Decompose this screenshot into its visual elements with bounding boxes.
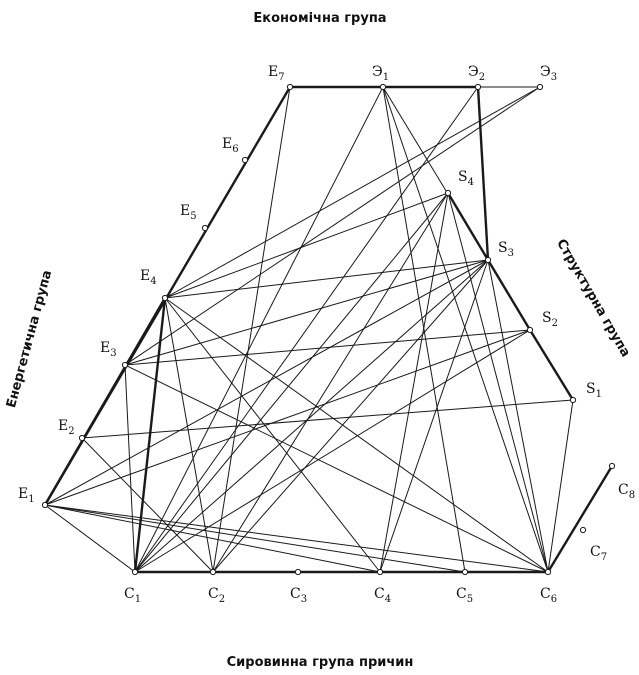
node-C2 [209,568,217,576]
edge-S3-S2 [486,259,532,331]
node-label-S2: S2 [542,310,558,329]
edge-E3-C1 [124,364,136,573]
node-S1 [569,396,577,404]
edge-S3-C6 [487,259,549,573]
edge-E3-C6 [124,364,549,573]
edge-E4-C4 [164,297,381,573]
group-label-structural: Структурна група [553,237,633,360]
node-label-E1: E1 [18,486,35,505]
node-E6 [241,156,249,164]
edge-S1-C6 [547,399,574,573]
node-label-S1: S1 [586,381,602,400]
node-E3 [121,361,129,369]
edge-S2-E3 [124,329,531,366]
node-label-C8: C8 [618,482,635,501]
node-C1 [131,568,139,576]
edge-Э1-C6 [382,86,549,573]
node-C4 [376,568,384,576]
node-E7 [286,83,294,91]
node-label-Э3: Э3 [540,64,557,83]
edge-S4-E4 [164,192,449,299]
edge-S2-E1 [44,329,531,506]
group-label-energy: Енергетична група [4,269,55,410]
node-label-E6: E6 [222,136,239,155]
node-S2 [526,326,534,334]
edge-E4-C1 [133,297,167,573]
edge-S1-E2 [81,399,574,439]
node-label-S3: S3 [498,240,514,259]
edge-C6-C8 [546,465,614,573]
edge-E4-E1 [43,297,167,506]
edge-E1-C6 [44,504,549,573]
node-label-Э2: Э2 [468,64,485,83]
edge-E1-C4 [44,504,381,573]
node-C6 [544,568,552,576]
node-label-C1: C1 [124,586,141,605]
node-C3 [294,568,302,576]
edge-S4-C4 [379,192,449,573]
edge-S2-C1 [134,329,531,573]
edge-S3-E4 [164,259,489,299]
node-E5 [201,224,209,232]
edge-E1-C1 [44,504,136,573]
node-label-E3: E3 [100,340,117,359]
edge-S3-C4 [379,259,489,573]
node-S3 [484,256,492,264]
edge-S4-C1 [134,192,449,573]
node-E2 [78,434,86,442]
edge-S3-C2 [212,259,489,573]
node-Э3 [536,83,544,91]
node-label-C7: C7 [590,544,607,563]
node-C8 [608,462,616,470]
node-label-C6: C6 [540,586,557,605]
edge-S3-E1 [44,259,489,506]
node-E4 [161,294,169,302]
edges-layer [43,85,614,574]
node-label-C2: C2 [208,586,225,605]
node-label-E4: E4 [140,268,157,287]
edge-Э3-E4 [164,86,541,299]
edge-S4-C2 [212,192,449,573]
edge-S2-S1 [528,329,575,401]
node-Э2 [474,83,482,91]
node-label-C3: C3 [290,586,307,605]
edge-S4-C6 [447,192,549,573]
node-C5 [461,568,469,576]
edge-E2-C2 [81,437,214,573]
edge-E7-C2 [212,86,291,573]
group-label-economic: Економічна група [253,11,386,26]
node-label-E7: E7 [268,64,285,83]
edge-E1-C5 [44,504,466,573]
edge-Э2-C1 [134,86,479,573]
nodes-layer [41,83,616,576]
edge-Э3-E3 [124,86,541,366]
edge-E4-C6 [164,297,549,573]
node-label-Э1: Э1 [372,64,389,83]
group-label-raw-materials: Сировинна група причин [227,655,414,670]
node-label-E5: E5 [180,203,197,222]
node-label-E2: E2 [58,418,75,437]
edge-S3-C1 [134,259,489,573]
edge-Э1-C1 [134,86,384,573]
node-label-C5: C5 [456,586,473,605]
node-C7 [579,526,587,534]
node-S4 [444,189,452,197]
edge-S4-S3 [446,192,490,261]
edge-Э2-S3 [476,86,490,261]
edge-S3-E3 [124,259,489,366]
node-E1 [41,501,49,509]
node-Э1 [379,83,387,91]
node-label-S4: S4 [458,169,474,188]
node-label-C4: C4 [374,586,391,605]
